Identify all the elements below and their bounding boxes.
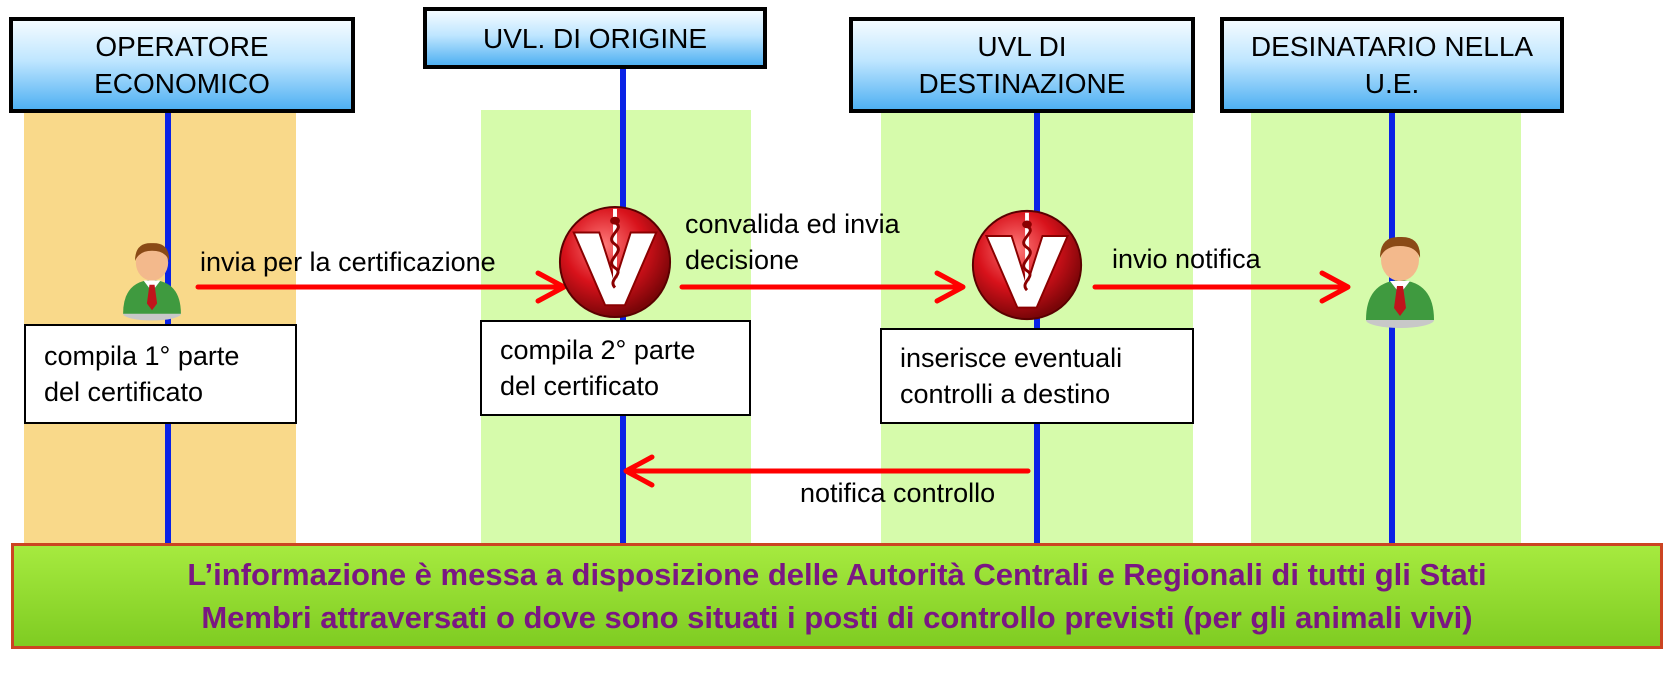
arrow-invio-notifica bbox=[1092, 270, 1351, 304]
message-label-invia-certificazione: invia per la certificazione bbox=[200, 247, 496, 277]
message-label-notifica-controllo: notifica controllo bbox=[800, 478, 996, 508]
activity-box-compila-2: compila 2° parte del certificato bbox=[480, 320, 751, 416]
lane-header-origine: UVL. DI ORIGINE bbox=[423, 7, 767, 69]
veterinary-v-emblem-icon bbox=[558, 205, 672, 319]
veterinary-v-emblem-icon bbox=[971, 209, 1083, 321]
message-label-convalida: convalida ed invia decisione bbox=[685, 209, 900, 275]
message-label-invio-notifica: invio notifica bbox=[1112, 244, 1261, 274]
activity-box-compila-1: compila 1° parte del certificato bbox=[24, 324, 297, 424]
lifeline-destinatario bbox=[1389, 110, 1395, 550]
arrow-convalida bbox=[679, 270, 966, 304]
lane-header-destinazione: UVL DI DESTINAZIONE bbox=[849, 17, 1195, 113]
lane-header-operatore: OPERATORE ECONOMICO bbox=[9, 17, 355, 113]
arrow-invia-certificazione bbox=[195, 270, 567, 304]
arrow-notifica-controllo bbox=[623, 454, 1031, 488]
lane-header-destinatario: DESINATARIO NELLA U.E. bbox=[1220, 17, 1564, 113]
activity-box-inserisce: inserisce eventuali controlli a destino bbox=[880, 328, 1194, 424]
footer-banner: L’informazione è messa a disposizione de… bbox=[11, 543, 1663, 649]
person-icon bbox=[123, 243, 181, 321]
person-icon bbox=[1366, 236, 1434, 328]
lane-band-destinatario bbox=[1251, 110, 1521, 580]
